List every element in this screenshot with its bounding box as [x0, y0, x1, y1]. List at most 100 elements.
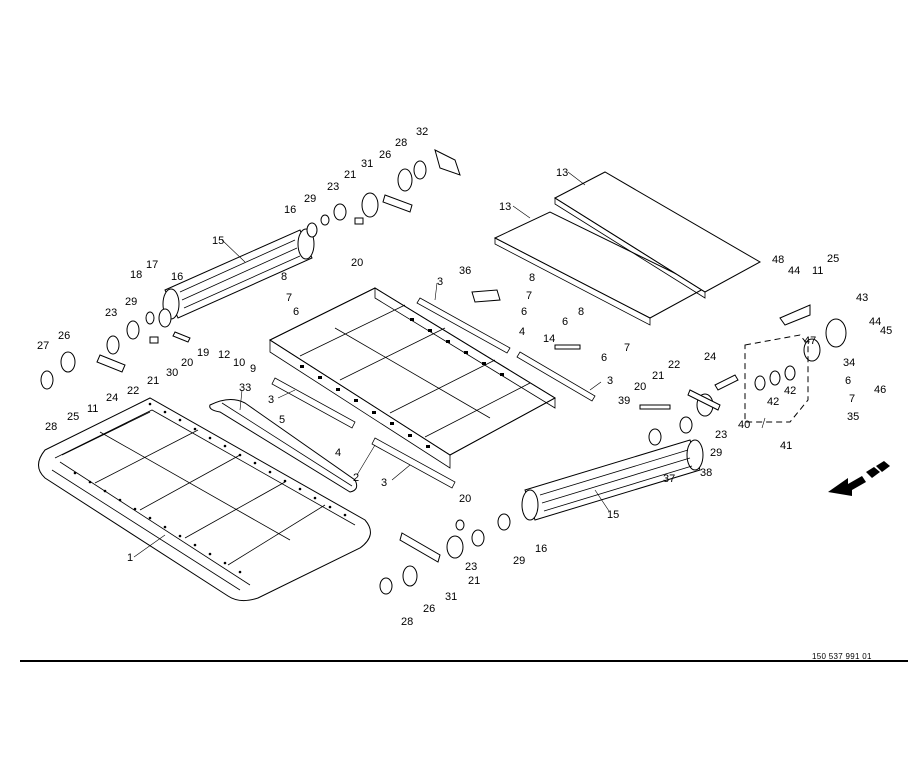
conveyor-belt	[38, 397, 371, 602]
guide-rails	[271, 297, 596, 489]
callout-38: 38	[700, 467, 712, 479]
callout-8: 8	[529, 272, 535, 284]
callout-9: 9	[250, 363, 256, 375]
callout-3: 3	[268, 394, 274, 406]
callout-29: 29	[125, 296, 137, 308]
callout-37: 37	[663, 473, 675, 485]
callout-44: 44	[788, 265, 800, 277]
callout-45: 45	[880, 325, 892, 337]
callout-25: 25	[67, 411, 79, 423]
callout-26: 26	[423, 603, 435, 615]
callout-47: 47	[804, 335, 816, 347]
callout-6: 6	[845, 375, 851, 387]
callout-16: 16	[171, 271, 183, 283]
callout-42: 42	[784, 385, 796, 397]
callout-3: 3	[437, 276, 443, 288]
leader-lines	[133, 171, 766, 558]
callout-41: 41	[780, 440, 792, 452]
callout-27: 27	[37, 340, 49, 352]
callout-8: 8	[578, 306, 584, 318]
callout-14: 14	[543, 333, 555, 345]
callout-4: 4	[335, 447, 341, 459]
callout-21: 21	[652, 370, 664, 382]
callout-28: 28	[401, 616, 413, 628]
callout-13: 13	[556, 167, 568, 179]
callout-24: 24	[106, 392, 118, 404]
callout-28: 28	[45, 421, 57, 433]
callout-40: 40	[738, 419, 750, 431]
callout-29: 29	[513, 555, 525, 567]
callout-21: 21	[344, 169, 356, 181]
callout-18: 18	[130, 269, 142, 281]
callout-13: 13	[499, 201, 511, 213]
callout-8: 8	[281, 271, 287, 283]
callout-20: 20	[634, 381, 646, 393]
callout-28: 28	[395, 137, 407, 149]
callout-31: 31	[361, 158, 373, 170]
callout-6: 6	[562, 316, 568, 328]
callout-31: 31	[445, 591, 457, 603]
callout-1: 1	[127, 552, 133, 564]
callout-10: 10	[233, 357, 245, 369]
callout-20: 20	[459, 493, 471, 505]
callout-34: 34	[843, 357, 855, 369]
callout-23: 23	[105, 307, 117, 319]
callout-42: 42	[767, 396, 779, 408]
side-cover	[209, 399, 358, 493]
callout-20: 20	[351, 257, 363, 269]
main-frame	[268, 287, 557, 469]
callout-19: 19	[197, 347, 209, 359]
callout-36: 36	[459, 265, 471, 277]
callout-30: 30	[166, 367, 178, 379]
callout-23: 23	[327, 181, 339, 193]
callout-21: 21	[147, 375, 159, 387]
callout-23: 23	[465, 561, 477, 573]
callout-7: 7	[286, 292, 292, 304]
callout-11: 11	[87, 403, 98, 415]
callout-6: 6	[293, 306, 299, 318]
callout-35: 35	[847, 411, 859, 423]
callout-15: 15	[212, 235, 224, 247]
callout-15: 15	[607, 509, 619, 521]
callout-39: 39	[618, 395, 630, 407]
callout-3: 3	[381, 477, 387, 489]
roller-bottom-right	[521, 439, 704, 521]
callout-12: 12	[218, 349, 230, 361]
callout-22: 22	[668, 359, 680, 371]
bearings-and-fasteners	[40, 149, 847, 595]
callout-32: 32	[416, 126, 428, 138]
bottom-rule	[20, 660, 908, 662]
callout-46: 46	[874, 384, 886, 396]
callout-33: 33	[239, 382, 251, 394]
callout-4: 4	[519, 326, 525, 338]
callout-6: 6	[521, 306, 527, 318]
callout-43: 43	[856, 292, 868, 304]
callout-16: 16	[535, 543, 547, 555]
callout-22: 22	[127, 385, 139, 397]
top-covers	[493, 171, 762, 326]
callout-29: 29	[710, 447, 722, 459]
callout-25: 25	[827, 253, 839, 265]
direction-arrow-icon	[828, 461, 890, 496]
callout-11: 11	[812, 265, 823, 277]
callout-21: 21	[468, 575, 480, 587]
callout-44: 44	[869, 316, 881, 328]
callout-7: 7	[526, 290, 532, 302]
callout-20: 20	[181, 357, 193, 369]
callout-5: 5	[279, 414, 285, 426]
callout-48: 48	[772, 254, 784, 266]
document-number: 150 537 991 01	[812, 652, 872, 661]
callout-26: 26	[58, 330, 70, 342]
roller-top-left	[162, 228, 315, 320]
callout-16: 16	[284, 204, 296, 216]
callout-17: 17	[146, 259, 158, 271]
callout-6: 6	[601, 352, 607, 364]
callout-7: 7	[849, 393, 855, 405]
callout-24: 24	[704, 351, 716, 363]
callout-7: 7	[624, 342, 630, 354]
callout-3: 3	[607, 375, 613, 387]
callout-2: 2	[353, 472, 359, 484]
callout-26: 26	[379, 149, 391, 161]
callout-labels: 1 2 3 3 3 3 4 4 5 6 6 6 6 6 7 7 7 7 8 8 …	[37, 126, 892, 628]
